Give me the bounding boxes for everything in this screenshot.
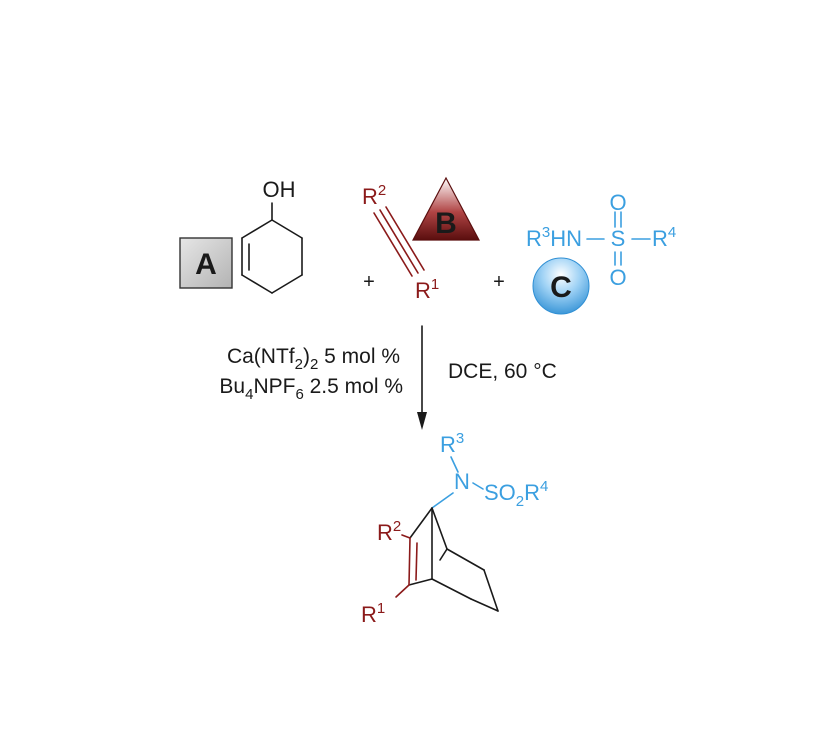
plus-sign-2: + bbox=[493, 271, 505, 293]
product-n: N bbox=[454, 469, 470, 494]
badge-b-label: B bbox=[435, 207, 457, 240]
sulfur-label: S bbox=[611, 226, 626, 251]
product-so2r4: SO2R4 bbox=[484, 478, 548, 510]
reactant-a: A OH bbox=[179, 177, 303, 294]
catalyst-line-1: Ca(NTf2)2 5 mol % bbox=[227, 345, 400, 373]
badge-a-box bbox=[179, 237, 233, 289]
product-r3: R3 bbox=[440, 430, 464, 457]
solvent-temperature: DCE, 60 °C bbox=[448, 360, 557, 383]
cyclohexenol-ring bbox=[241, 202, 303, 294]
reactant-b: B R2 R1 bbox=[362, 176, 480, 303]
oxygen-bottom: O bbox=[609, 265, 626, 290]
sulfonamide-r3hn: R3HN bbox=[526, 224, 582, 251]
badge-a-label: A bbox=[195, 248, 217, 281]
alkyne-r1: R1 bbox=[415, 276, 439, 303]
product-alkene bbox=[395, 534, 418, 598]
badge-c-label: C bbox=[550, 271, 572, 304]
alkyne-triple-bond bbox=[373, 206, 425, 277]
product: R3 N SO2R4 R2 R1 bbox=[361, 430, 548, 627]
reaction-arrow bbox=[417, 325, 427, 430]
plus-sign-1: + bbox=[363, 271, 375, 293]
sulfonamide-r4: R4 bbox=[652, 224, 676, 251]
alkyne-r2: R2 bbox=[362, 182, 386, 209]
bicyclic-skeleton bbox=[408, 507, 499, 612]
hydroxyl-label: OH bbox=[263, 177, 296, 202]
catalyst-line-2: Bu4NPF6 2.5 mol % bbox=[219, 375, 403, 403]
product-r2: R2 bbox=[377, 518, 401, 545]
reactant-c: R3HN S R4 O O C bbox=[526, 190, 676, 315]
product-r1: R1 bbox=[361, 600, 385, 627]
badge-b-triangle bbox=[412, 176, 480, 241]
badge-c-circle bbox=[532, 257, 590, 315]
reaction-conditions: Ca(NTf2)2 5 mol % Bu4NPF6 2.5 mol % DCE,… bbox=[219, 345, 556, 403]
oxygen-top: O bbox=[609, 190, 626, 215]
